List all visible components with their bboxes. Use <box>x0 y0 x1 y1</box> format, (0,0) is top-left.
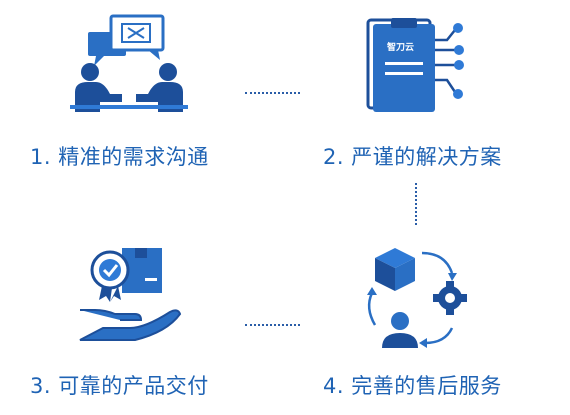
meeting-discussion-icon <box>70 12 190 121</box>
step-3-label: 3. 可靠的产品交付 <box>30 374 209 398</box>
connector-2-4 <box>415 183 417 225</box>
step-4-label: 4. 完善的售后服务 <box>323 374 502 398</box>
after-sales-cycle-icon <box>360 243 475 357</box>
certified-delivery-icon <box>75 240 195 349</box>
clipboard-badge: 智刀云 <box>387 43 415 53</box>
connector-3-4 <box>245 324 300 326</box>
solution-clipboard-icon: 智刀云 <box>355 10 475 119</box>
step-1-label: 1. 精准的需求沟通 <box>30 145 209 169</box>
step-2-label: 2. 严谨的解决方案 <box>323 145 502 169</box>
connector-1-2 <box>245 92 300 94</box>
